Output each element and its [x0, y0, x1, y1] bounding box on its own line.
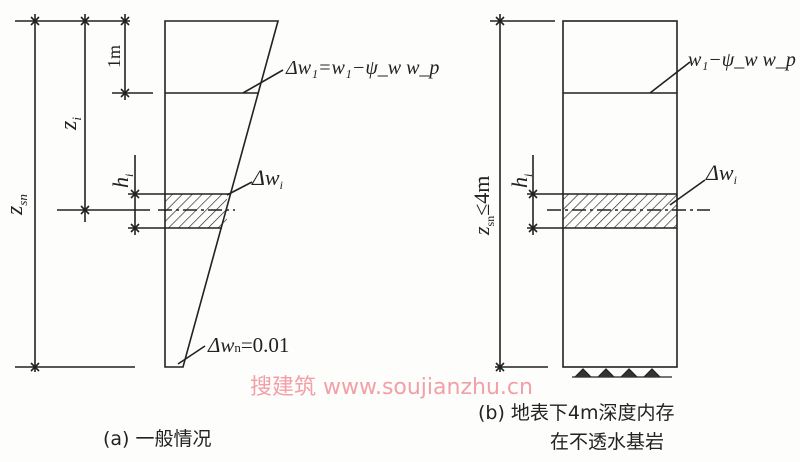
- svg-text:Δwi: Δwi: [705, 160, 737, 187]
- watermark: 搜建筑 www.soujianzhu.cn: [250, 375, 533, 400]
- svg-text:1m: 1m: [104, 45, 124, 68]
- panel-a-dimensions: [15, 14, 235, 372]
- panel-a-hatched-layer: [165, 194, 227, 228]
- panel-b-labels: zsn≤4m hi w₁−ψ_w w_p Δwi (b) 地表下4m深度内存 在…: [469, 49, 796, 453]
- leader-line: [242, 69, 284, 94]
- label-top-b: w₁−ψ_w w_p: [688, 49, 796, 71]
- caption-b-line2: 在不透水基岩: [550, 431, 664, 453]
- svg-text:Δwn=0.01: Δwn=0.01: [207, 333, 289, 357]
- panel-a-labels: zsn zi 1m hi Δw₁=w₁−ψ_w w_p Δwi Δwn=0.01…: [2, 45, 439, 450]
- svg-text:hi: hi: [108, 174, 136, 188]
- svg-text:hi: hi: [507, 174, 535, 188]
- caption-b-line1: (b) 地表下4m深度内存: [478, 402, 675, 424]
- caption-a: (a) 一般情况: [103, 428, 212, 450]
- bedrock-ground-icon: [572, 368, 672, 378]
- svg-text:zi: zi: [56, 117, 84, 131]
- svg-text:Δwi: Δwi: [251, 165, 283, 192]
- svg-text:zsn≤4m: zsn≤4m: [469, 176, 497, 236]
- panel-a-moisture-profile: [164, 20, 280, 368]
- label-top: Δw₁=w₁−ψ_w w_p: [285, 57, 439, 79]
- svg-text:zsn: zsn: [2, 194, 30, 216]
- panel-b-hatched-layer: [563, 194, 677, 228]
